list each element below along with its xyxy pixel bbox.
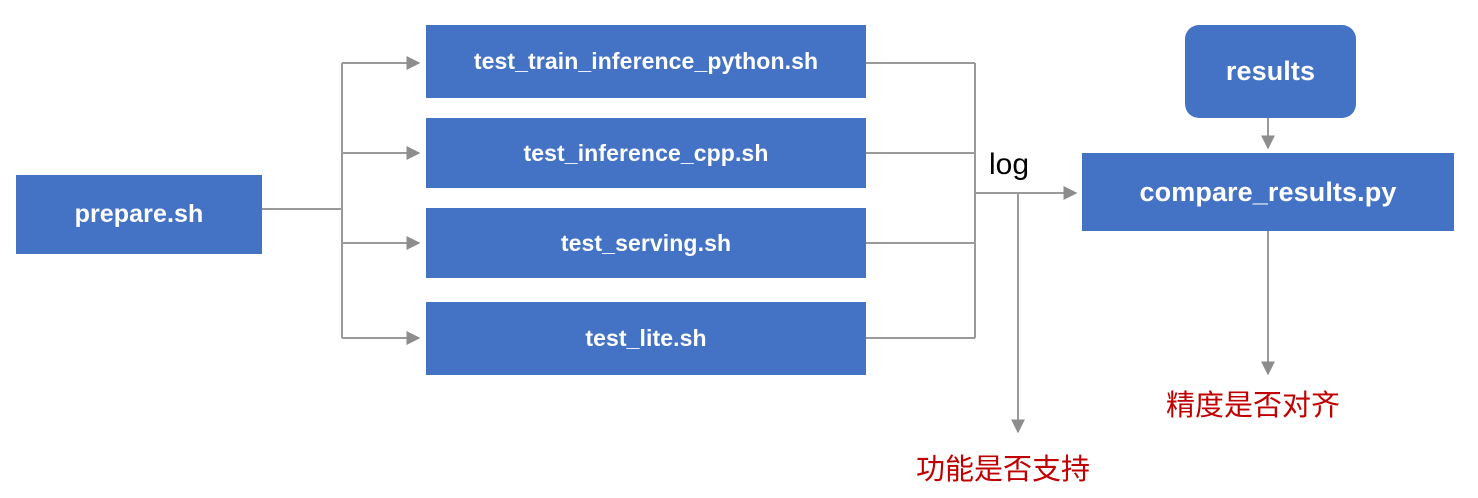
node-test-train-inference-python-sh[interactable]: test_train_inference_python.sh [426, 25, 866, 98]
node-test-inference-cpp-sh[interactable]: test_inference_cpp.sh [426, 118, 866, 188]
node-prepare-sh[interactable]: prepare.sh [16, 175, 262, 254]
edge-label-log: log [989, 148, 1030, 181]
node-test-inference-cpp-sh-label: test_inference_cpp.sh [523, 139, 769, 166]
node-compare-results-py-label: compare_results.py [1139, 176, 1397, 207]
node-test-lite-sh-label: test_lite.sh [585, 325, 707, 351]
node-test-train-inference-python-sh-label: test_train_inference_python.sh [473, 48, 819, 74]
node-compare-results-py[interactable]: compare_results.py [1082, 153, 1454, 231]
note-function-support: 功能是否支持 [916, 454, 1091, 486]
note-precision-aligned: 精度是否对齐 [1166, 390, 1341, 422]
node-results-label: results [1225, 56, 1316, 86]
node-test-lite-sh[interactable]: test_lite.sh [426, 302, 866, 375]
node-test-serving-sh-label: test_serving.sh [560, 229, 732, 256]
node-test-serving-sh[interactable]: test_serving.sh [426, 208, 866, 278]
node-prepare-sh-label: prepare.sh [74, 200, 204, 228]
node-results[interactable]: results [1185, 25, 1356, 118]
